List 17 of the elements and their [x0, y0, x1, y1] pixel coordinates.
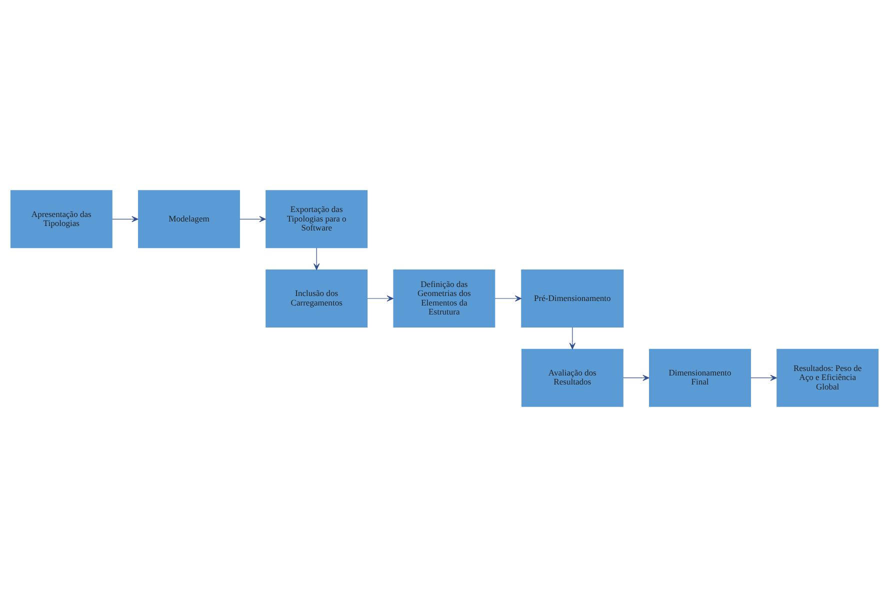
arrow [750, 374, 777, 380]
arrow [314, 247, 320, 270]
node-box: Apresentação das Tipologias [10, 190, 112, 248]
arrow [569, 326, 576, 349]
node-box: Inclusão dos Carregamentos [266, 269, 368, 327]
node-box: Pré-Dimensionamento [521, 269, 624, 327]
arrow [622, 374, 650, 380]
node-box: Avaliação dos Resultados [521, 348, 624, 406]
arrow [494, 294, 522, 302]
arrow [112, 216, 138, 222]
arrow [240, 216, 266, 222]
node-box: Dimensionamento Final [649, 348, 751, 406]
arrow [367, 294, 394, 302]
node-box: Modelagem [138, 190, 240, 248]
node-box: Definição das Geometrias dos Elementos da Estrutura [393, 269, 496, 327]
node-box: Exportação das Tipologias para o Software [266, 190, 368, 248]
node-box: Resultados: Peso de Aço e Eficiência Global [776, 348, 879, 406]
